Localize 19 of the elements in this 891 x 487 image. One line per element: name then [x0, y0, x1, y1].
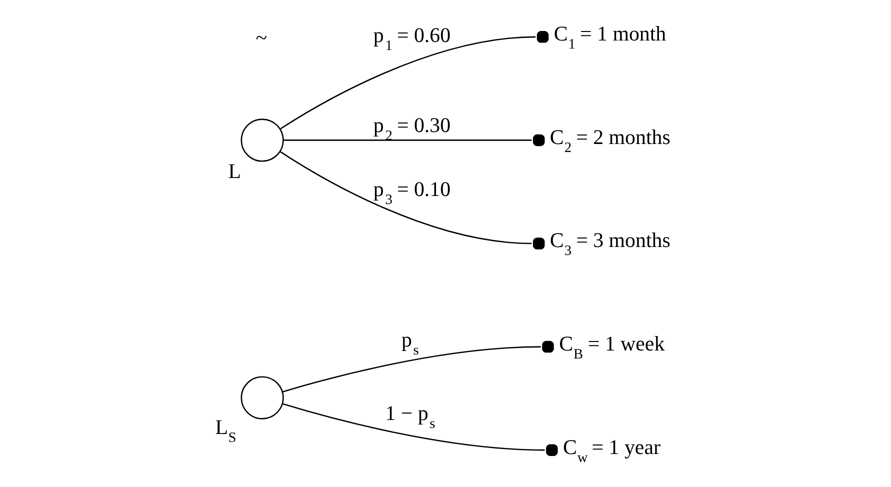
edge-label: p$_{s}$ [401, 328, 418, 359]
node-label: L$_{S}$ [214, 415, 236, 446]
connector [282, 140, 532, 141]
connector [279, 151, 532, 244]
node-label: C$_{2}$ = 2 months [549, 124, 670, 156]
connector [282, 403, 544, 451]
node-label: C$_{3}$ = 3 months [549, 228, 670, 260]
node-label: L [228, 158, 241, 183]
edge-label: 1 − p$_{s}$ [384, 400, 435, 432]
node-label: C$_{w}$ = 1 year [562, 434, 660, 466]
edge-label: p$_{1}$ = 0.60 [372, 22, 450, 54]
connector [282, 346, 540, 392]
connector [280, 36, 536, 130]
node-circle [240, 118, 284, 162]
node-label: C$_{1}$ = 1 month [553, 22, 666, 53]
node-circle [240, 376, 284, 420]
label: ~ [255, 26, 267, 50]
edge-label: p$_{3}$ = 0.10 [372, 177, 450, 208]
node-label: C$_{B}$ = 1 week [558, 331, 664, 362]
